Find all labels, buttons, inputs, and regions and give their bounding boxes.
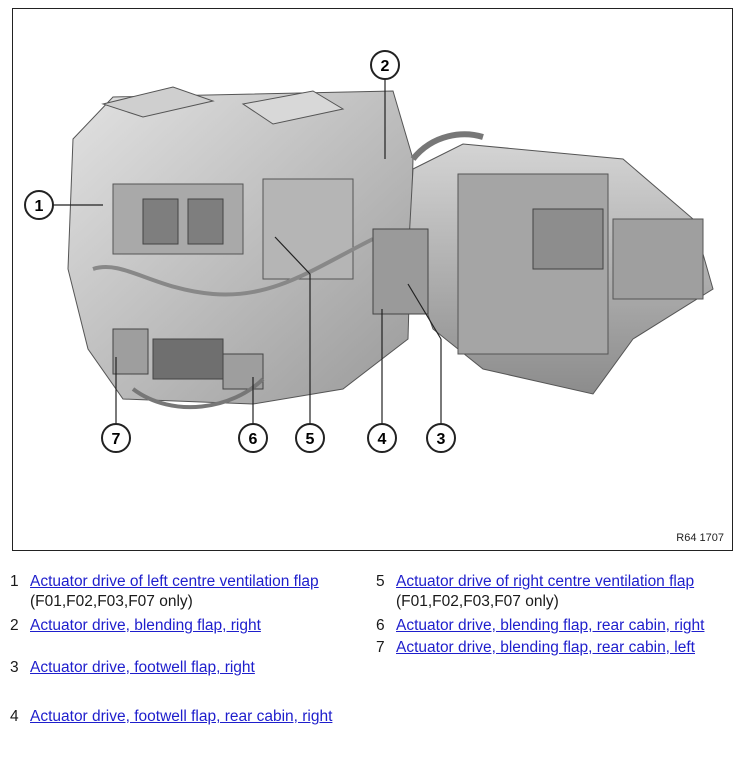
legend-item-7: 7 Actuator drive, blending flap, rear ca… bbox=[376, 638, 736, 658]
legend-link-1[interactable]: Actuator drive of left centre ventilatio… bbox=[30, 573, 319, 590]
legend-column-right: 5 Actuator drive of right centre ventila… bbox=[376, 572, 736, 658]
callout-5: 5 bbox=[295, 423, 325, 453]
figure-reference: R64 1707 bbox=[676, 532, 724, 544]
heater-unit-drawing: 1 2 3 4 5 6 7 bbox=[24, 50, 714, 453]
legend-link-5[interactable]: Actuator drive of right centre ventilati… bbox=[396, 573, 695, 590]
callout-4: 4 bbox=[367, 423, 397, 453]
callout-1: 1 bbox=[24, 190, 54, 220]
svg-text:3: 3 bbox=[437, 431, 446, 448]
legend-number: 7 bbox=[376, 639, 385, 656]
legend-link-6[interactable]: Actuator drive, blending flap, rear cabi… bbox=[396, 617, 705, 634]
svg-text:7: 7 bbox=[112, 431, 121, 448]
legend-link-7[interactable]: Actuator drive, blending flap, rear cabi… bbox=[396, 639, 695, 656]
left-heater-housing bbox=[67, 86, 414, 410]
legend-link-3[interactable]: Actuator drive, footwell flap, right bbox=[30, 659, 255, 676]
leader-lines bbox=[53, 79, 442, 424]
legend-item-5: 5 Actuator drive of right centre ventila… bbox=[376, 572, 736, 612]
legend-number: 5 bbox=[376, 573, 385, 590]
right-evaporator-housing bbox=[372, 131, 714, 395]
legend-number: 6 bbox=[376, 617, 385, 634]
legend-link-2[interactable]: Actuator drive, blending flap, right bbox=[30, 617, 261, 634]
legend-number: 1 bbox=[10, 573, 19, 590]
legend-column-left: 1 Actuator drive of left centre ventilat… bbox=[10, 572, 360, 732]
legend-item-2: 2 Actuator drive, blending flap, right bbox=[10, 616, 360, 636]
legend-item-3: 3 Actuator drive, footwell flap, right bbox=[10, 658, 360, 678]
svg-text:5: 5 bbox=[306, 431, 315, 448]
legend-item-6: 6 Actuator drive, blending flap, rear ca… bbox=[376, 616, 736, 636]
callout-3: 3 bbox=[426, 423, 456, 453]
legend-number: 4 bbox=[10, 708, 19, 725]
svg-text:4: 4 bbox=[378, 431, 387, 448]
callout-7: 7 bbox=[101, 423, 131, 453]
legend-item-4: 4 Actuator drive, footwell flap, rear ca… bbox=[10, 702, 360, 732]
svg-text:6: 6 bbox=[249, 431, 258, 448]
svg-text:1: 1 bbox=[35, 198, 44, 215]
svg-text:2: 2 bbox=[381, 58, 390, 75]
legend-number: 2 bbox=[10, 617, 19, 634]
legend-number: 3 bbox=[10, 659, 19, 676]
callout-2: 2 bbox=[370, 50, 400, 80]
component-illustration: 1 2 3 4 5 6 7 R64 1707 bbox=[12, 8, 733, 551]
legend-suffix: (F01,F02,F03,F07 only) bbox=[396, 593, 559, 610]
legend-suffix: (F01,F02,F03,F07 only) bbox=[30, 593, 193, 610]
callout-6: 6 bbox=[238, 423, 268, 453]
legend-link-4[interactable]: Actuator drive, footwell flap, rear cabi… bbox=[30, 708, 333, 725]
legend-item-1: 1 Actuator drive of left centre ventilat… bbox=[10, 572, 360, 612]
